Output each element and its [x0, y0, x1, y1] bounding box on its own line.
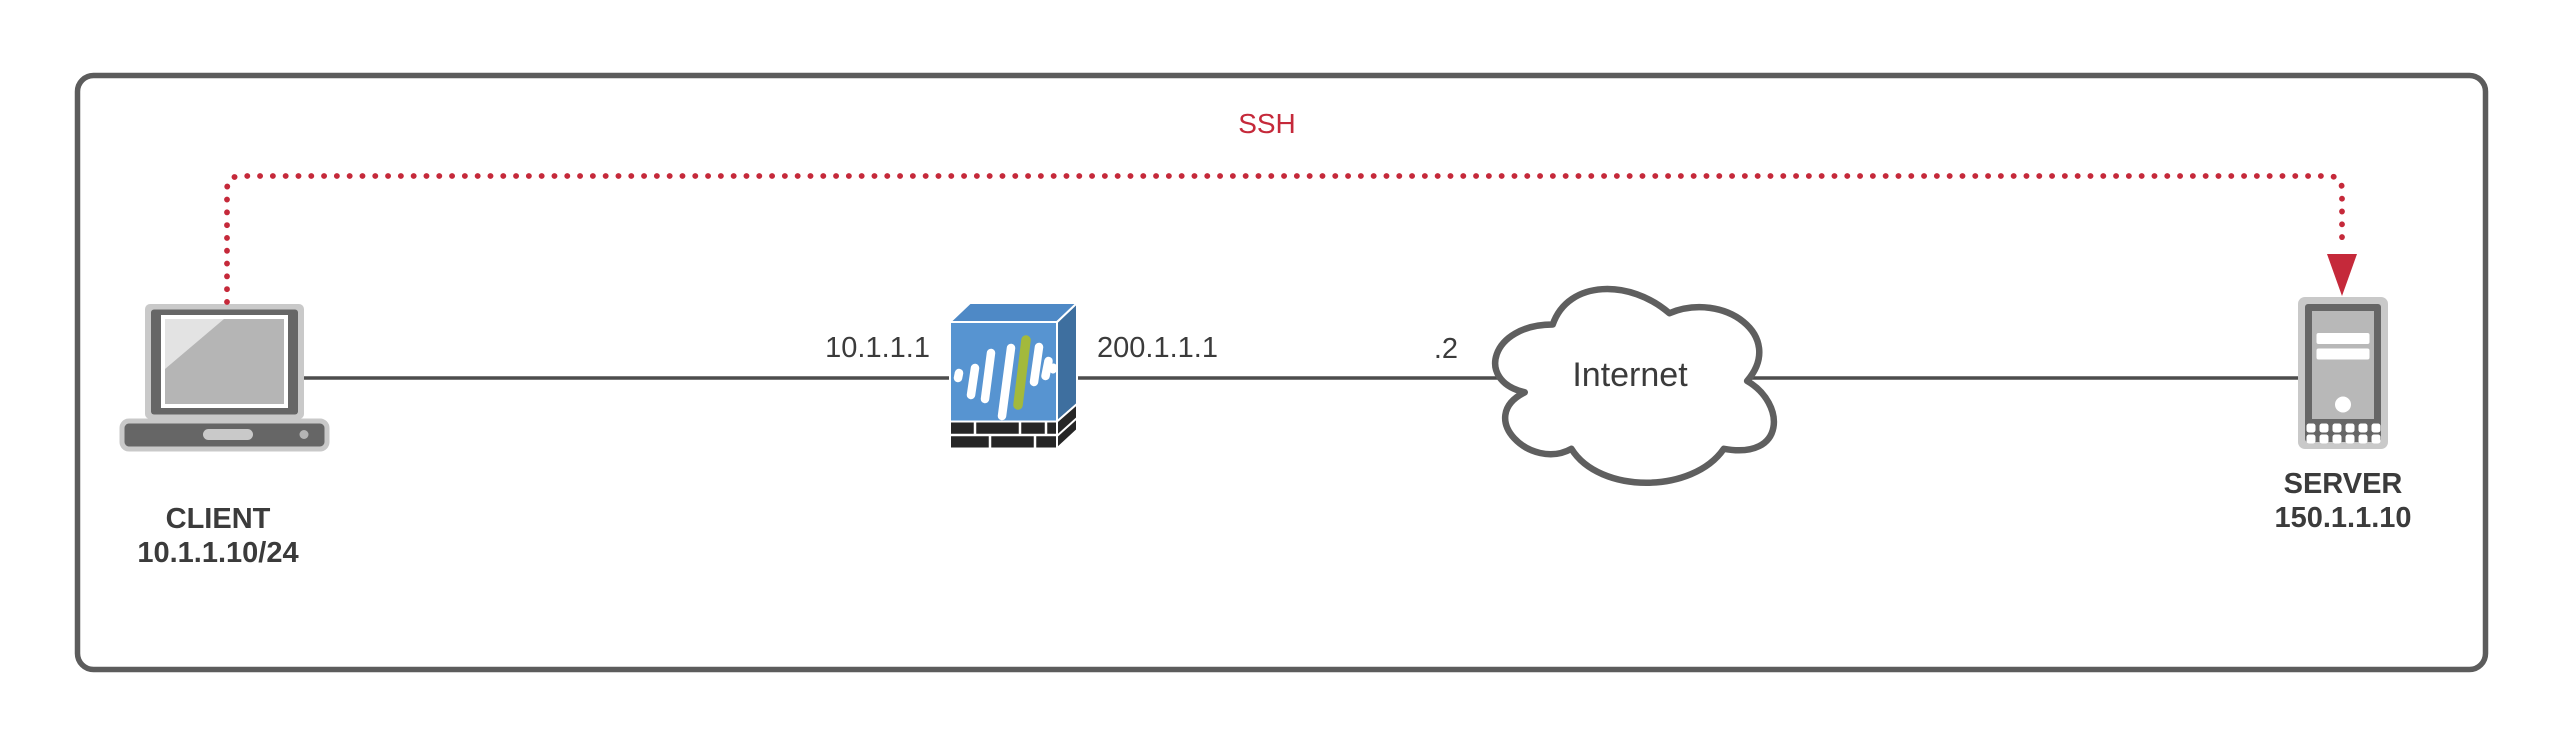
server-drive-slot — [2316, 348, 2370, 360]
diagram-frame — [74, 72, 2489, 673]
laptop-screen-reflection — [165, 319, 224, 369]
laptop-icon — [119, 304, 330, 452]
server-vent-dots — [2306, 423, 2381, 444]
server-caption: SERVER 150.1.1.10 — [2193, 467, 2493, 535]
server-ip-label: 150.1.1.10 — [2274, 502, 2412, 534]
firewall-inside-ip-label: 10.1.1.1 — [825, 332, 930, 364]
client-caption: CLIENT 10.1.1.10/24 — [68, 502, 368, 570]
internet-label: Internet — [1572, 356, 1688, 394]
ssh-flow-path — [224, 173, 2345, 305]
firewall-right-face — [1056, 302, 1078, 423]
server-drive-slot — [2316, 333, 2370, 344]
internet-ip-suffix-label: .2 — [1433, 333, 1458, 365]
server-name-label: SERVER — [2283, 468, 2403, 500]
firewall-top-face — [949, 302, 1078, 323]
laptop-trackpad — [203, 429, 253, 440]
client-ip-label: 10.1.1.10/24 — [137, 537, 299, 569]
server-tower-icon — [2298, 297, 2388, 449]
firewall-wave-bars — [953, 342, 1057, 421]
cloud-icon — [1492, 285, 1778, 486]
arrow-down-icon — [2327, 254, 2357, 296]
firewall-bricks — [949, 420, 1058, 450]
laptop-power-dot — [299, 430, 309, 439]
ssh-flow-label: SSH — [1238, 108, 1296, 139]
firewall-icon — [949, 302, 1078, 450]
client-name-label: CLIENT — [165, 503, 271, 535]
server-power-button — [2335, 396, 2351, 413]
firewall-accent-bar — [1013, 335, 1031, 410]
firewall-outside-ip-label: 200.1.1.1 — [1097, 332, 1218, 364]
